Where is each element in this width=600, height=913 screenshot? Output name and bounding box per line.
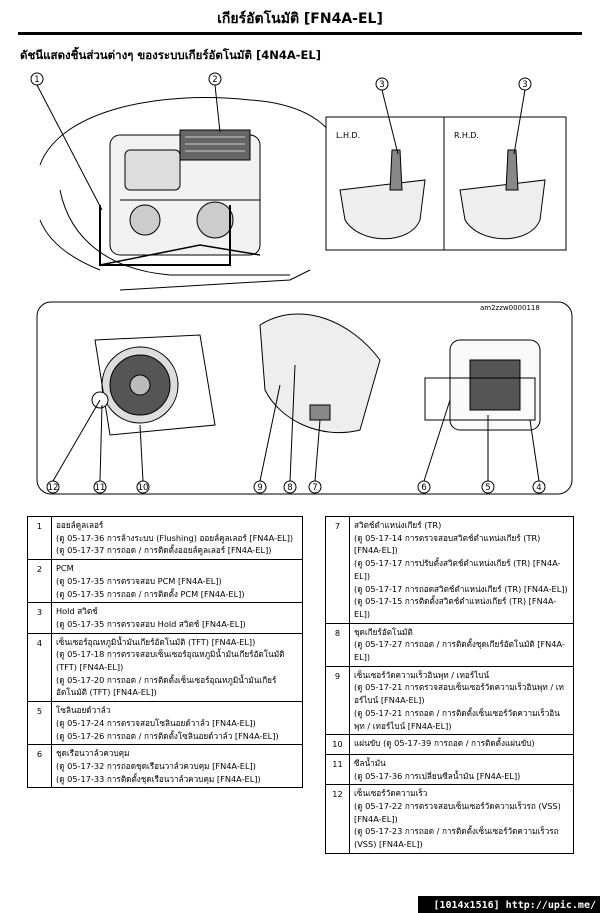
part-description: Hold สวิตช์(ดู 05-17-35 การตรวจสอบ Hold … [51, 602, 303, 634]
title-divider [18, 32, 582, 35]
part-reference: (ดู 05-17-14 การตรวจสอบสวิตช์ตำแหน่งเกีย… [354, 532, 541, 556]
callout-9: 9 [257, 483, 262, 493]
part-reference: (ดู 05-17-26 การถอด / การติดตั้งโซลินอยด… [56, 730, 279, 741]
part-title: Hold สวิตช์ [56, 606, 98, 617]
part-number: 9 [325, 665, 350, 736]
callout-10: 10 [138, 483, 149, 493]
footer-watermark-bar: [1014x1516] http://upic.me/ [418, 896, 600, 913]
part-reference: (ดู 05-17-27 การถอด / การติดตั้งชุดเกียร… [354, 639, 565, 663]
part-title: ซีลน้ำมัน [354, 757, 386, 768]
part-reference: (ดู 05-17-21 การตรวจสอบเซ็นเซอร์วัดความเ… [354, 682, 564, 706]
part-reference: (ดู 05-17-22 การตรวจสอบเซ็นเซอร์วัดความเ… [354, 801, 561, 824]
part-description: ออยล์คูลเลอร์ (ดู 05-17-36 การล้างระบบ (F… [51, 515, 303, 561]
parts-row: 10 แผ่นขับ (ดู 05-17-39 การถอด / การติดตั… [325, 734, 574, 755]
part-reference: (ดู 05-17-17 การปรับตั้งสวิตช์ตำแหน่งเกี… [354, 558, 561, 581]
part-title: แผ่นขับ (ดู 05-17-39 การถอด / การติดตั้ง… [354, 738, 535, 749]
part-number: 11 [325, 753, 350, 786]
figure-code: am2zzw0000118 [480, 304, 540, 312]
part-description: ชุดเรือนวาล์วควบคุม(ดู 05-17-32 การถอดชุ… [51, 744, 303, 789]
parts-table-left: 1 ออยล์คูลเลอร์ (ดู 05-17-36 การล้างระบบ (… [27, 515, 303, 789]
part-reference: (ดู 05-17-33 การติดตั้งชุดเรือนวาล์วควบค… [56, 773, 261, 784]
parts-row: 1 ออยล์คูลเลอร์ (ดู 05-17-36 การล้างระบบ (… [27, 515, 303, 561]
part-description: โซลินอยด์วาล์ว(ดู 05-17-24 การตรวจสอบโซล… [51, 701, 303, 746]
callout-7: 7 [312, 483, 317, 493]
part-reference: (ดู 05-17-35 การตรวจสอบ Hold สวิตช์ [FN4… [56, 618, 246, 629]
part-number: 8 [325, 622, 350, 667]
part-number: 12 [325, 784, 350, 854]
callout-3-rhd: 3 [522, 80, 527, 90]
footer-watermark-text: [1014x1516] http://upic.me/ [433, 900, 596, 911]
inset-label-lhd: L.H.D. [336, 131, 360, 140]
parts-row: 12 เซ็นเซอร์วัดความเร็ว (ดู 05-17-22 การตร… [325, 784, 574, 854]
parts-table-right: 7 สวิตช์ตำแหน่งเกียร์ (TR) (ดู 05-17-14 กา… [325, 516, 574, 854]
part-reference: (ดู 05-17-23 การถอด / การติดตั้งเซ็นเซอร… [354, 826, 559, 850]
callout-2: 2 [212, 75, 217, 85]
part-description: แผ่นขับ (ดู 05-17-39 การถอด / การติดตั้ง… [349, 734, 574, 755]
exploded-diagram: 1 2 L.H.D. R.H.D. 3 3 am2zzw0000118 12 1… [20, 70, 580, 512]
part-title: โซลินอยด์วาล์ว [56, 705, 111, 716]
callout-11: 11 [95, 483, 106, 493]
parts-row: 9 เซ็นเซอร์วัดความเร็วอินพุท / เทอร์ไบน์ (… [325, 665, 574, 736]
inset-label-rhd: R.H.D. [454, 131, 479, 140]
part-reference: (ดู 05-17-17 การถอดสวิตช์ตำแหน่งเกียร์ (… [354, 583, 568, 594]
callout-12: 12 [48, 483, 59, 493]
part-reference: (ดู 05-17-37 การถอด / การติดตั้งออยล์คูล… [56, 545, 272, 556]
part-reference: (ดู 05-17-36 การล้างระบบ (Flushing) ออยล… [56, 532, 294, 543]
part-number: 1 [27, 515, 52, 561]
part-description: PCM(ดู 05-17-35 การตรวจสอบ PCM [FN4A-EL]… [51, 559, 303, 604]
part-title: ออยล์คูลเลอร์ [56, 520, 104, 530]
part-number: 6 [27, 744, 52, 789]
part-title: เซ็นเซอร์อุณหภูมิน้ำมันเกียร์อัตโนมัติ (… [56, 636, 256, 647]
part-number: 3 [27, 602, 52, 634]
part-reference: (ดู 05-17-15 การติดตั้งสวิตช์ตำแหน่งเกีย… [354, 596, 557, 619]
part-reference: (ดู 05-17-21 การถอด / การติดตั้งเซ็นเซอร… [354, 707, 560, 731]
part-number: 4 [27, 632, 52, 703]
parts-row: 4 เซ็นเซอร์อุณหภูมิน้ำมันเกียร์อัตโนมัติ … [27, 632, 303, 703]
part-reference: (ดู 05-17-36 การเปลี่ยนซีลน้ำมัน [FN4A-E… [354, 770, 521, 781]
callout-3-lhd: 3 [379, 80, 384, 90]
part-reference: (ดู 05-17-35 การตรวจสอบ PCM [FN4A-EL]) [56, 575, 222, 586]
part-title: สวิตช์ตำแหน่งเกียร์ (TR) [354, 520, 442, 530]
part-number: 5 [27, 701, 52, 746]
parts-row: 11 ซีลน้ำมัน (ดู 05-17-36 การเปลี่ยนซีลน้ำ… [325, 753, 574, 786]
part-title: PCM [56, 563, 74, 574]
part-title: เซ็นเซอร์วัดความเร็วอินพุท / เทอร์ไบน์ [354, 669, 490, 680]
parts-row: 7 สวิตช์ตำแหน่งเกียร์ (TR) (ดู 05-17-14 กา… [325, 516, 574, 624]
part-description: สวิตช์ตำแหน่งเกียร์ (TR) (ดู 05-17-14 การ… [349, 516, 574, 624]
page-title: เกียร์อัตโนมัติ [FN4A-EL] [217, 11, 383, 27]
part-description: เซ็นเซอร์วัดความเร็ว (ดู 05-17-22 การตรวจ… [349, 784, 574, 854]
callout-8: 8 [287, 483, 292, 493]
part-number: 7 [325, 516, 350, 624]
engine-bay-illustration [39, 97, 341, 291]
part-description: เซ็นเซอร์วัดความเร็วอินพุท / เทอร์ไบน์ (ด… [349, 665, 574, 736]
part-description: เซ็นเซอร์อุณหภูมิน้ำมันเกียร์อัตโนมัติ (… [51, 632, 303, 703]
callout-4: 4 [536, 483, 541, 493]
part-description: ชุดเกียร์อัตโนมัติ (ดู 05-17-27 การถอด / … [349, 622, 574, 667]
callout-1: 1 [34, 75, 39, 85]
part-number: 2 [27, 559, 52, 604]
part-reference: (ดู 05-17-32 การถอดชุดเรือนวาล์วควบคุม [… [56, 760, 256, 771]
part-number: 10 [325, 734, 350, 755]
part-title: ชุดเกียร์อัตโนมัติ [354, 626, 413, 637]
part-reference: (ดู 05-17-24 การตรวจสอบโซลินอยด์วาล์ว [F… [56, 717, 256, 728]
part-reference: (ดู 05-17-35 การถอด / การติดตั้ง PCM [FN… [56, 588, 245, 599]
part-reference: (ดู 05-17-18 การตรวจสอบเซ็นเซอร์อุณหภูมิ… [56, 649, 285, 673]
section-heading: ดัชนีแสดงชิ้นส่วนต่างๆ ของระบบเกียร์อัตโ… [20, 48, 321, 62]
parts-row: 8 ชุดเกียร์อัตโนมัติ (ดู 05-17-27 การถอด /… [325, 622, 574, 667]
callout-5: 5 [485, 483, 490, 493]
part-reference: (ดู 05-17-20 การถอด / การติดตั้งเซ็นเซอร… [56, 674, 277, 698]
part-description: ซีลน้ำมัน (ดู 05-17-36 การเปลี่ยนซีลน้ำมั… [349, 753, 574, 786]
part-title: เซ็นเซอร์วัดความเร็ว [354, 788, 428, 799]
callout-6: 6 [421, 483, 426, 493]
part-title: ชุดเรือนวาล์วควบคุม [56, 748, 130, 759]
